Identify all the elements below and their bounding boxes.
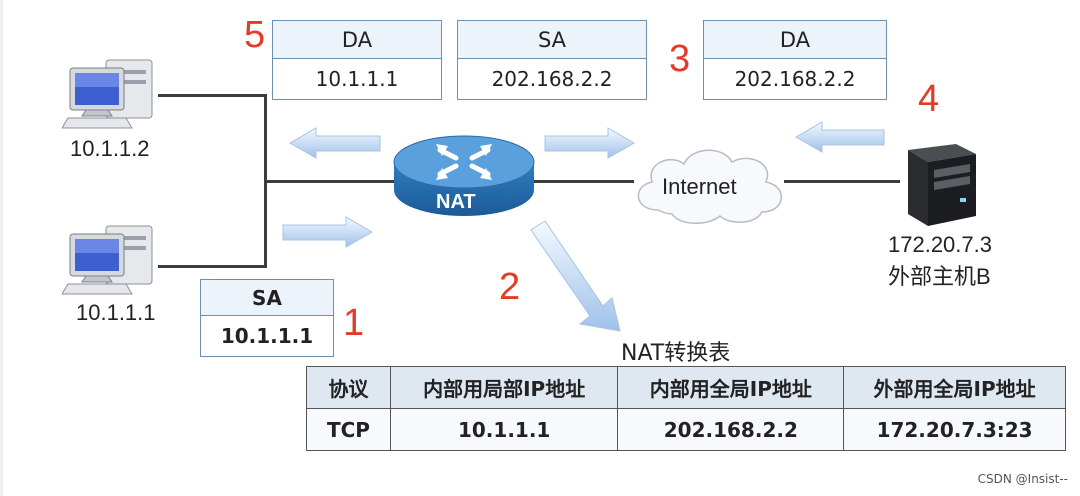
- header-box-sa-inside: SA 10.1.1.1: [200, 279, 334, 357]
- step-3: 3: [669, 38, 691, 80]
- header-box-da-inside: DA 10.1.1.1: [272, 20, 442, 100]
- arrow-to-table: [530, 220, 621, 332]
- arrow-left-from-server: [794, 121, 885, 153]
- table-cell: 172.20.7.3:23: [843, 408, 1066, 451]
- header-da-value: 10.1.1.1: [315, 67, 399, 91]
- table-cell: 10.1.1.1: [389, 408, 619, 451]
- step-1: 1: [343, 302, 365, 344]
- page-edge: [0, 0, 3, 496]
- computer-icon: [62, 59, 153, 129]
- header-sa-title: SA: [458, 21, 646, 59]
- wire-nat-cloud: [532, 180, 634, 183]
- nat-table-title: NAT转换表: [621, 341, 731, 366]
- server-name: 外部主机B: [888, 264, 991, 289]
- header-box-da-global: DA 202.168.2.2: [703, 20, 887, 100]
- header-da-global-value: 202.168.2.2: [734, 67, 856, 91]
- pc-bottom-ip: 10.1.1.1: [76, 300, 156, 325]
- header-da-title: DA: [273, 21, 441, 59]
- header-box-sa-global: SA 202.168.2.2: [457, 20, 647, 100]
- watermark: CSDN @Insist--: [977, 472, 1068, 486]
- table-cell: TCP: [306, 408, 391, 451]
- router-label: NAT: [436, 191, 476, 213]
- column-header: 内部用局部IP地址: [389, 366, 619, 409]
- router-icon: [393, 135, 535, 216]
- pc-top-ip: 10.1.1.2: [70, 136, 150, 161]
- arrow-left-to-pc: [288, 127, 381, 159]
- column-header: 外部用全局IP地址: [843, 366, 1066, 409]
- table-header-row: 协议 内部用局部IP地址 内部用全局IP地址 外部用全局IP地址: [306, 366, 1066, 409]
- table-row: TCP 10.1.1.1 202.168.2.2 172.20.7.3:23: [306, 408, 1066, 451]
- header-sa-value: 202.168.2.2: [491, 67, 613, 91]
- header-sa-inside-title: SA: [201, 280, 333, 316]
- step-2: 2: [499, 266, 521, 308]
- wire-cloud-server: [784, 180, 900, 183]
- step-4: 4: [918, 78, 940, 120]
- computer-icon: [62, 225, 153, 295]
- wire-bottom-pc: [158, 265, 267, 268]
- wire-to-nat: [264, 180, 394, 183]
- cloud-label: Internet: [662, 174, 737, 199]
- nat-table: 协议 内部用局部IP地址 内部用全局IP地址 外部用全局IP地址 TCP 10.…: [306, 366, 1066, 451]
- arrow-right-to-internet: [544, 127, 636, 159]
- wire-top-pc: [158, 94, 267, 97]
- cloud-icon: [637, 149, 783, 224]
- server-ip: 172.20.7.3: [888, 232, 992, 257]
- header-sa-inside-value: 10.1.1.1: [220, 324, 314, 348]
- step-5: 5: [244, 14, 266, 56]
- header-da-global-title: DA: [704, 21, 886, 59]
- column-header: 协议: [306, 366, 391, 409]
- table-cell: 202.168.2.2: [617, 408, 845, 451]
- column-header: 内部用全局IP地址: [617, 366, 845, 409]
- server-icon: [908, 144, 976, 226]
- arrow-right-to-nat: [282, 216, 374, 248]
